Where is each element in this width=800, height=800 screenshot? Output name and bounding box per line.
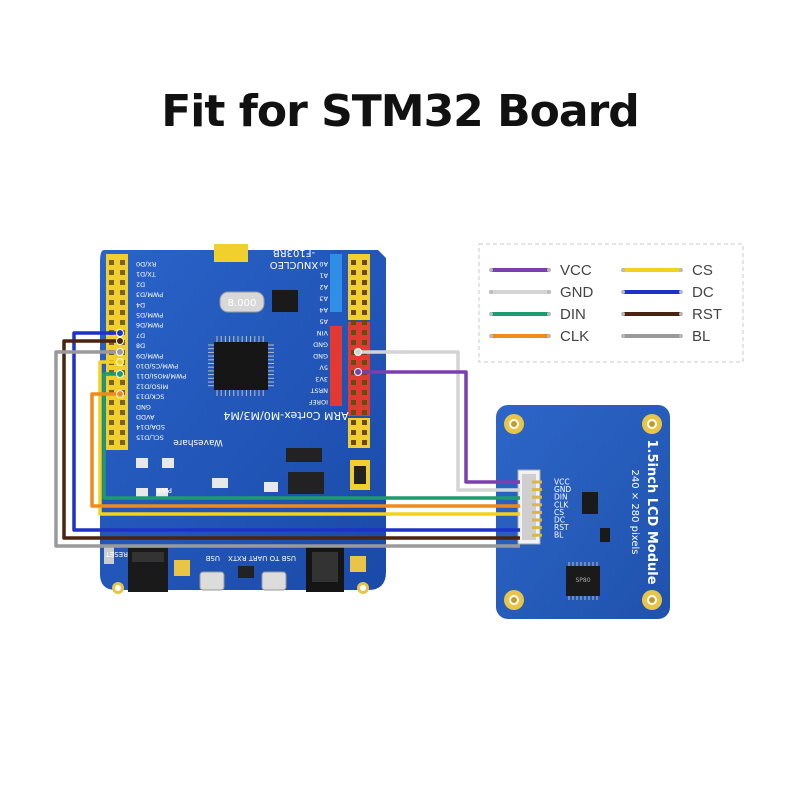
board-pin-label: SDA/D14 — [136, 423, 165, 431]
board-pin-label: PWM/D9 — [136, 352, 163, 360]
wire-din — [102, 372, 520, 500]
mcu-chip — [208, 336, 274, 396]
legend-item-din: DIN — [489, 306, 586, 323]
usb-port-icon — [261, 571, 287, 591]
lcd-pin-label: BL — [554, 531, 564, 540]
wire-endpoint — [116, 370, 124, 378]
legend-item-gnd: GND — [489, 284, 594, 301]
legend-label: DIN — [560, 306, 586, 323]
board-pin-label: A5 — [319, 318, 328, 326]
board-pin-label: A3 — [319, 295, 328, 303]
board-pin-label: PWM/D6 — [136, 321, 163, 329]
wire-bl — [54, 350, 520, 548]
wire-rst — [62, 339, 520, 540]
board-pin-label: D2 — [136, 280, 145, 288]
wire-endpoint — [116, 337, 124, 345]
lcd-pin-label: DC — [554, 516, 565, 525]
pwr-label: PWR — [156, 486, 172, 494]
uart-label: USB TO UART RXTX — [228, 554, 296, 562]
legend-item-vcc: VCC — [489, 262, 592, 279]
board-pin-label: GND — [313, 341, 328, 349]
lcd-chip-label: SP80 — [575, 577, 590, 584]
wire-endpoint — [116, 348, 124, 356]
lcd-pin-label: DIN — [554, 493, 568, 502]
legend-label: DC — [692, 284, 714, 301]
board-pin-label: GND — [136, 403, 151, 411]
wire-endpoint — [116, 329, 124, 337]
board-pin-label: MISO/D12 — [136, 382, 168, 390]
legend-label: BL — [692, 328, 710, 345]
board-pin-label: TX/D1 — [136, 270, 157, 278]
usb-label: USB — [205, 554, 220, 562]
board-pin-label: D8 — [136, 342, 145, 350]
lcd-pin-label: CS — [554, 508, 564, 517]
board-pin-label: D7 — [136, 331, 145, 339]
board-pin-label: SCK/D13 — [136, 393, 164, 401]
legend-item-cs: CS — [621, 262, 713, 279]
board-pin-label: 3V3 — [315, 375, 328, 383]
board-pin-label: AVDD — [136, 413, 155, 421]
legend-label: CS — [692, 262, 713, 279]
legend-label: GND — [560, 284, 594, 301]
crystal-label: 8.000 — [228, 298, 257, 309]
lcd-chip — [566, 566, 600, 596]
legend-item-clk: CLK — [489, 328, 589, 345]
wire-endpoint — [116, 358, 124, 366]
board-pin-label: 5V — [319, 364, 328, 372]
board-model-label: -F103RB — [273, 247, 315, 258]
board-pin-label: A4 — [319, 306, 328, 314]
right-pin-header — [330, 254, 370, 448]
legend-label: CLK — [560, 328, 589, 345]
wires — [54, 329, 520, 548]
wire-vcc — [358, 370, 520, 484]
lcd-resolution: 240 × 280 pixels — [629, 470, 640, 555]
wire-cs — [98, 360, 520, 516]
stm32-board: 8.000 ARM Cortex-M0/M3/M4 Waveshare XNUC… — [100, 244, 386, 594]
legend-label: RST — [692, 306, 722, 323]
legend-item-dc: DC — [621, 284, 714, 301]
wire-endpoint — [116, 390, 124, 398]
usb-port-icon — [199, 571, 225, 591]
board-pin-label: PWM/CS/D10 — [136, 362, 178, 370]
board-pin-label: A2 — [319, 283, 328, 291]
lcd-module-name: 1.5inch LCD Module — [644, 439, 659, 584]
lcd-pin-label: GND — [554, 485, 571, 494]
board-pin-label: VIN — [317, 329, 328, 337]
board-pin-label: NRST — [310, 387, 328, 395]
board-pin-label: PWM/MOSI/D11 — [136, 372, 186, 380]
legend-item-rst: RST — [621, 306, 722, 323]
page-title: Fit for STM32 Board — [161, 86, 640, 137]
board-pin-label: D4 — [136, 301, 145, 309]
board-pin-label: A1 — [319, 272, 328, 280]
board-pin-label: PWM/D3 — [136, 291, 163, 299]
board-arch-label: ARM Cortex-M0/M3/M4 — [223, 409, 348, 422]
board-pin-label: RX/D0 — [136, 260, 156, 268]
board-brand-label: Waveshare — [173, 437, 223, 447]
lcd-pin-label: VCC — [554, 478, 570, 487]
board-pin-label: GND — [313, 352, 328, 360]
board-pin-label: SCL/D15 — [136, 433, 164, 441]
lcd-pin-label: CLK — [554, 500, 569, 509]
wire-endpoint — [354, 368, 362, 376]
board-pin-label: A0 — [319, 260, 328, 268]
wire-endpoint — [354, 348, 362, 356]
wire-legend: VCC GND DIN CLK CS DC RST BL — [478, 243, 744, 363]
reset-label: RESET — [105, 550, 128, 558]
wire-clk — [90, 392, 520, 508]
board-pin-label: IOREF — [308, 398, 328, 406]
wire-gnd — [358, 350, 520, 492]
legend-label: VCC — [560, 262, 592, 279]
lcd-pin-label: RST — [554, 523, 569, 532]
wire-dc — [72, 331, 520, 532]
board-series-label: XNUCLEO — [270, 259, 319, 270]
legend-item-bl: BL — [621, 328, 710, 345]
board-pin-label: PWM/D5 — [136, 311, 163, 319]
